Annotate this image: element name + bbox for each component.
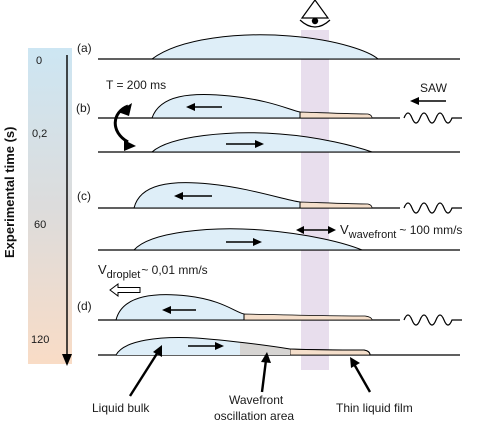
- droplet-b2: [150, 132, 373, 153]
- droplet-c2: [132, 228, 363, 251]
- saw-label: SAW: [420, 81, 448, 95]
- time-tick-60: 60: [34, 219, 46, 231]
- row-b2: [98, 132, 460, 153]
- time-gradient-bar: [28, 48, 72, 364]
- saw-wave-icon: [403, 112, 462, 124]
- saw-wave-c1: [403, 202, 462, 214]
- row-b1: SAW: [98, 81, 462, 124]
- period-label: T = 200 ms: [106, 78, 166, 92]
- v-droplet-label: Vdroplet~ 0,01 mm/s: [98, 262, 208, 281]
- label-wavefront-line1: Wavefront: [229, 393, 284, 407]
- label-thin-film: Thin liquid film: [336, 401, 413, 415]
- row-d1: [98, 294, 462, 326]
- direction-arrow-left-d1: [162, 306, 171, 314]
- v-wavefront-label: Vwavefront~ 100 mm/s: [340, 222, 462, 241]
- saw-direction-arrow: [410, 97, 419, 105]
- film-c1: [299, 201, 373, 209]
- wavefront-velocity: Vwavefront~ 100 mm/s: [296, 222, 462, 241]
- direction-arrow-icon: [186, 103, 195, 111]
- droplet-c1: [133, 182, 301, 209]
- eye-icon: [299, 0, 331, 28]
- row-c2: [98, 228, 460, 251]
- hollow-arrow-icon: [109, 283, 141, 297]
- droplet-velocity: Vdroplet~ 0,01 mm/s: [98, 262, 208, 297]
- saw-wave-d1: [403, 314, 462, 326]
- direction-arrow-right-b2: [255, 140, 264, 148]
- panel-label-d: (d): [77, 299, 92, 313]
- row-c1: [98, 182, 462, 214]
- droplet-a: [150, 34, 380, 60]
- callout-liquid-bulk: [128, 345, 162, 397]
- droplet-d2-outline: [115, 337, 371, 356]
- film-b1: [299, 111, 373, 119]
- panel-label-c: (c): [77, 189, 91, 203]
- panel-label-a: (a): [77, 41, 92, 55]
- callout-wavefront: [260, 352, 271, 393]
- rotate-arrow-icon: [113, 103, 136, 151]
- row-a: [98, 34, 460, 60]
- direction-arrow-left-c1: [174, 192, 183, 200]
- observation-band: [301, 30, 329, 370]
- time-tick-120: 120: [31, 334, 49, 346]
- film-d1: [243, 313, 373, 321]
- time-tick-0-2: 0,2: [32, 128, 47, 140]
- label-liquid-bulk: Liquid bulk: [92, 401, 150, 415]
- droplet-d1: [115, 294, 245, 321]
- droplet-b1: [151, 94, 301, 119]
- droplet-d2: [116, 337, 240, 355]
- direction-arrow-right-c2: [253, 238, 262, 246]
- time-tick-0: 0: [36, 55, 42, 67]
- row-d2: [98, 337, 460, 356]
- oscillation-area-d2: [240, 342, 290, 355]
- time-axis-title: Experimental time (s): [2, 127, 17, 259]
- panel-label-b: (b): [76, 101, 91, 115]
- time-axis-arrowhead: [62, 354, 72, 366]
- direction-arrow-right-d2: [215, 342, 224, 350]
- label-wavefront-line2: oscillation area: [214, 409, 294, 423]
- callout-thin-film: [350, 357, 372, 393]
